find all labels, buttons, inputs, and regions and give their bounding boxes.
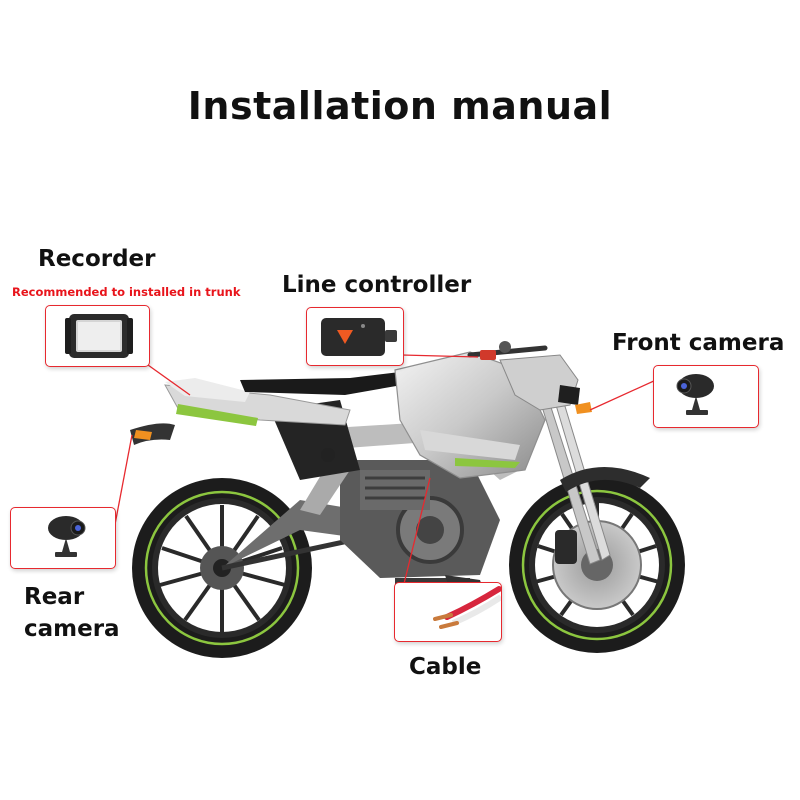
cable-label: Cable <box>409 654 482 680</box>
line-controller-box <box>306 307 404 366</box>
recorder-label: Recorder <box>38 246 156 272</box>
front-camera-box <box>653 365 759 428</box>
cable-box <box>394 582 502 642</box>
line-controller-icon <box>321 318 397 356</box>
rear-camera-label-line2: camera <box>24 616 120 642</box>
cable-icon <box>433 586 501 629</box>
front-wheel <box>509 477 685 653</box>
recorder-note: Recommended to installed in trunk <box>12 285 241 299</box>
rear-camera-box <box>10 507 116 569</box>
line-controller-label: Line controller <box>282 272 472 298</box>
recorder-device-icon <box>65 314 133 358</box>
front-camera-label: Front camera <box>612 330 785 356</box>
page-title: Installation manual <box>187 84 613 128</box>
front-camera-icon <box>676 374 714 415</box>
engine <box>340 460 500 600</box>
rear-camera-label-line1: Rear <box>24 584 85 610</box>
recorder-box <box>45 305 150 367</box>
rear-camera-icon <box>48 516 86 557</box>
